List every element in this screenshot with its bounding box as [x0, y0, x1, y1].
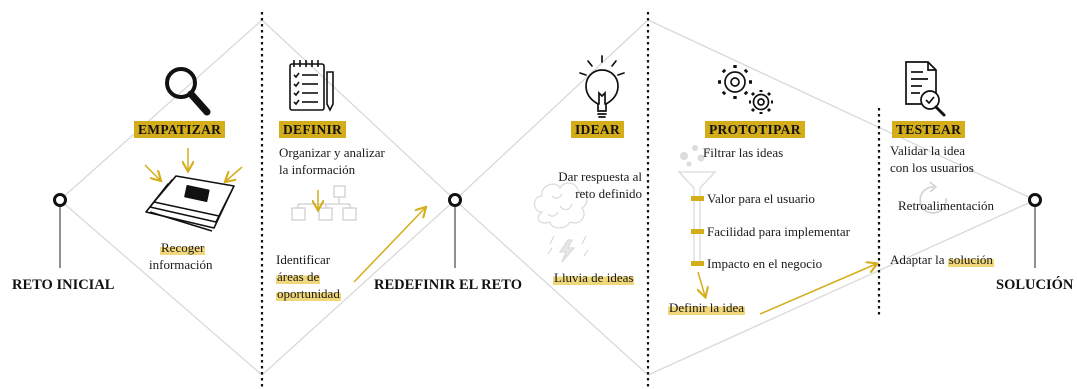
- definir-desc-line1: Organizar y analizar: [279, 145, 385, 160]
- refresh-icon: [919, 181, 947, 214]
- prototipar-desc: Filtrar las ideas: [703, 145, 784, 160]
- testear-feedback: Retroalimentación: [898, 198, 995, 213]
- definir-desc-line2: la información: [279, 162, 356, 177]
- criteria-bullets: [691, 196, 704, 266]
- definir-out-line1: Identificar: [276, 252, 331, 267]
- stage-title-idear: IDEAR: [571, 121, 625, 138]
- diamond-outline-2: [454, 19, 1036, 376]
- definir-out-line3: oportunidad: [276, 286, 341, 301]
- definir-out-line2: áreas de: [276, 269, 321, 284]
- document-check-icon: [905, 61, 946, 117]
- milestone-node-start: [53, 193, 67, 268]
- storm-icon: [547, 235, 589, 263]
- stage-title-empatizar: EMPATIZAR: [134, 121, 226, 138]
- documents-icon: [145, 175, 235, 232]
- idear-output: Lluvia de ideas: [553, 270, 635, 285]
- testear-adapt-prefix: Adaptar la: [890, 252, 948, 267]
- empathize-arrows: [144, 148, 243, 181]
- diamond-outline-1: [59, 19, 456, 376]
- prototipar-criterion-3: Impacto en el negocio: [707, 256, 823, 271]
- testear-desc-line1: Validar la idea: [890, 143, 966, 158]
- checklist-icon: [289, 60, 334, 112]
- brain-icon: [533, 182, 588, 229]
- org-chart-icon: [291, 185, 357, 221]
- prototipar-output: Definir la idea: [668, 300, 746, 315]
- milestone-node-end: [1028, 193, 1042, 268]
- funnel-icon: [677, 171, 717, 263]
- stage-title-definir: DEFINIR: [279, 121, 347, 138]
- milestone-node-middle: [448, 193, 462, 268]
- empatizar-note-line2: información: [149, 257, 213, 272]
- testear-desc-line2: con los usuarios: [890, 160, 974, 175]
- gears-icon: [718, 65, 773, 114]
- bubbles-icon: [680, 145, 710, 167]
- prototipar-criterion-2: Facilidad para implementar: [707, 224, 850, 239]
- idear-desc-line2: reto definido: [575, 186, 642, 201]
- milestone-end-label: SOLUCIÓN: [996, 277, 1074, 293]
- empatizar-note-line1: Recoger: [160, 240, 206, 255]
- milestone-start-label: RETO INICIAL: [12, 277, 115, 293]
- magnifier-icon: [165, 67, 211, 116]
- prototipar-criterion-1: Valor para el usuario: [707, 191, 815, 206]
- testear-adapt: Adaptar la solución: [890, 252, 994, 268]
- stage-dividers: [260, 12, 881, 389]
- stage-title-prototipar: PROTOTIPAR: [705, 121, 805, 138]
- idear-desc-line1: Dar respuesta al: [558, 169, 642, 184]
- define-arrows: [318, 190, 425, 283]
- stage-title-testear: TESTEAR: [892, 121, 966, 138]
- prototype-arrows: [698, 264, 876, 315]
- lightbulb-icon: [579, 55, 625, 118]
- milestone-middle-label: REDEFINIR EL RETO: [374, 277, 522, 293]
- testear-adapt-highlight: solución: [947, 252, 994, 267]
